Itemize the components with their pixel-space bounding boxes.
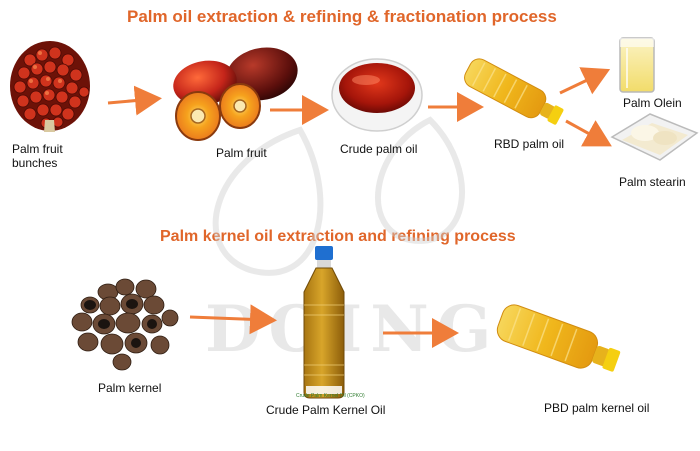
palm-olein-glass-image: [619, 37, 655, 93]
label-pbd-palm-kernel-oil: PBD palm kernel oil: [544, 401, 650, 415]
palm-kernel-image: [71, 278, 179, 371]
watermark-swirl: [212, 116, 465, 276]
palm-fruit-image: [173, 47, 298, 141]
crude-palm-kernel-oil-bottle-image: [303, 246, 345, 399]
rbd-palm-oil-bottle-image: [464, 58, 564, 125]
kernel-process-title: Palm kernel oil extraction and refining …: [160, 228, 516, 245]
label-palm-fruit-bunches: Palm fruit bunches: [12, 142, 63, 170]
arrow-kernel-to-cpko: [189, 304, 277, 335]
arrow-rbd-to-stearin: [565, 119, 612, 147]
arrow-bunch-to-fruit: [107, 85, 162, 116]
label-palm-fruit: Palm fruit: [216, 146, 267, 160]
label-crude-palm-oil: Crude palm oil: [340, 142, 418, 156]
label-palm-stearin: Palm stearin: [619, 175, 686, 189]
label-crude-palm-kernel-oil: Crude Palm Kernel Oil: [266, 403, 386, 417]
crude-palm-oil-bowl-image: [331, 58, 423, 132]
label-rbd-palm-oil: RBD palm oil: [494, 137, 565, 151]
cpko-bottle-label: Crude Palm Kernel Oil (CPKO): [296, 393, 365, 399]
palm-oil-process-title: Palm oil extraction & refining & fractio…: [127, 7, 557, 26]
palm-fruit-bunch-image: [10, 41, 90, 132]
arrow-rbd-to-olein: [559, 67, 611, 95]
palm-stearin-bowl-image: [610, 113, 699, 161]
label-palm-kernel: Palm kernel: [98, 381, 162, 395]
pbd-palm-kernel-oil-bottle-image: [496, 304, 621, 372]
label-palm-olein: Palm Olein: [623, 96, 682, 110]
